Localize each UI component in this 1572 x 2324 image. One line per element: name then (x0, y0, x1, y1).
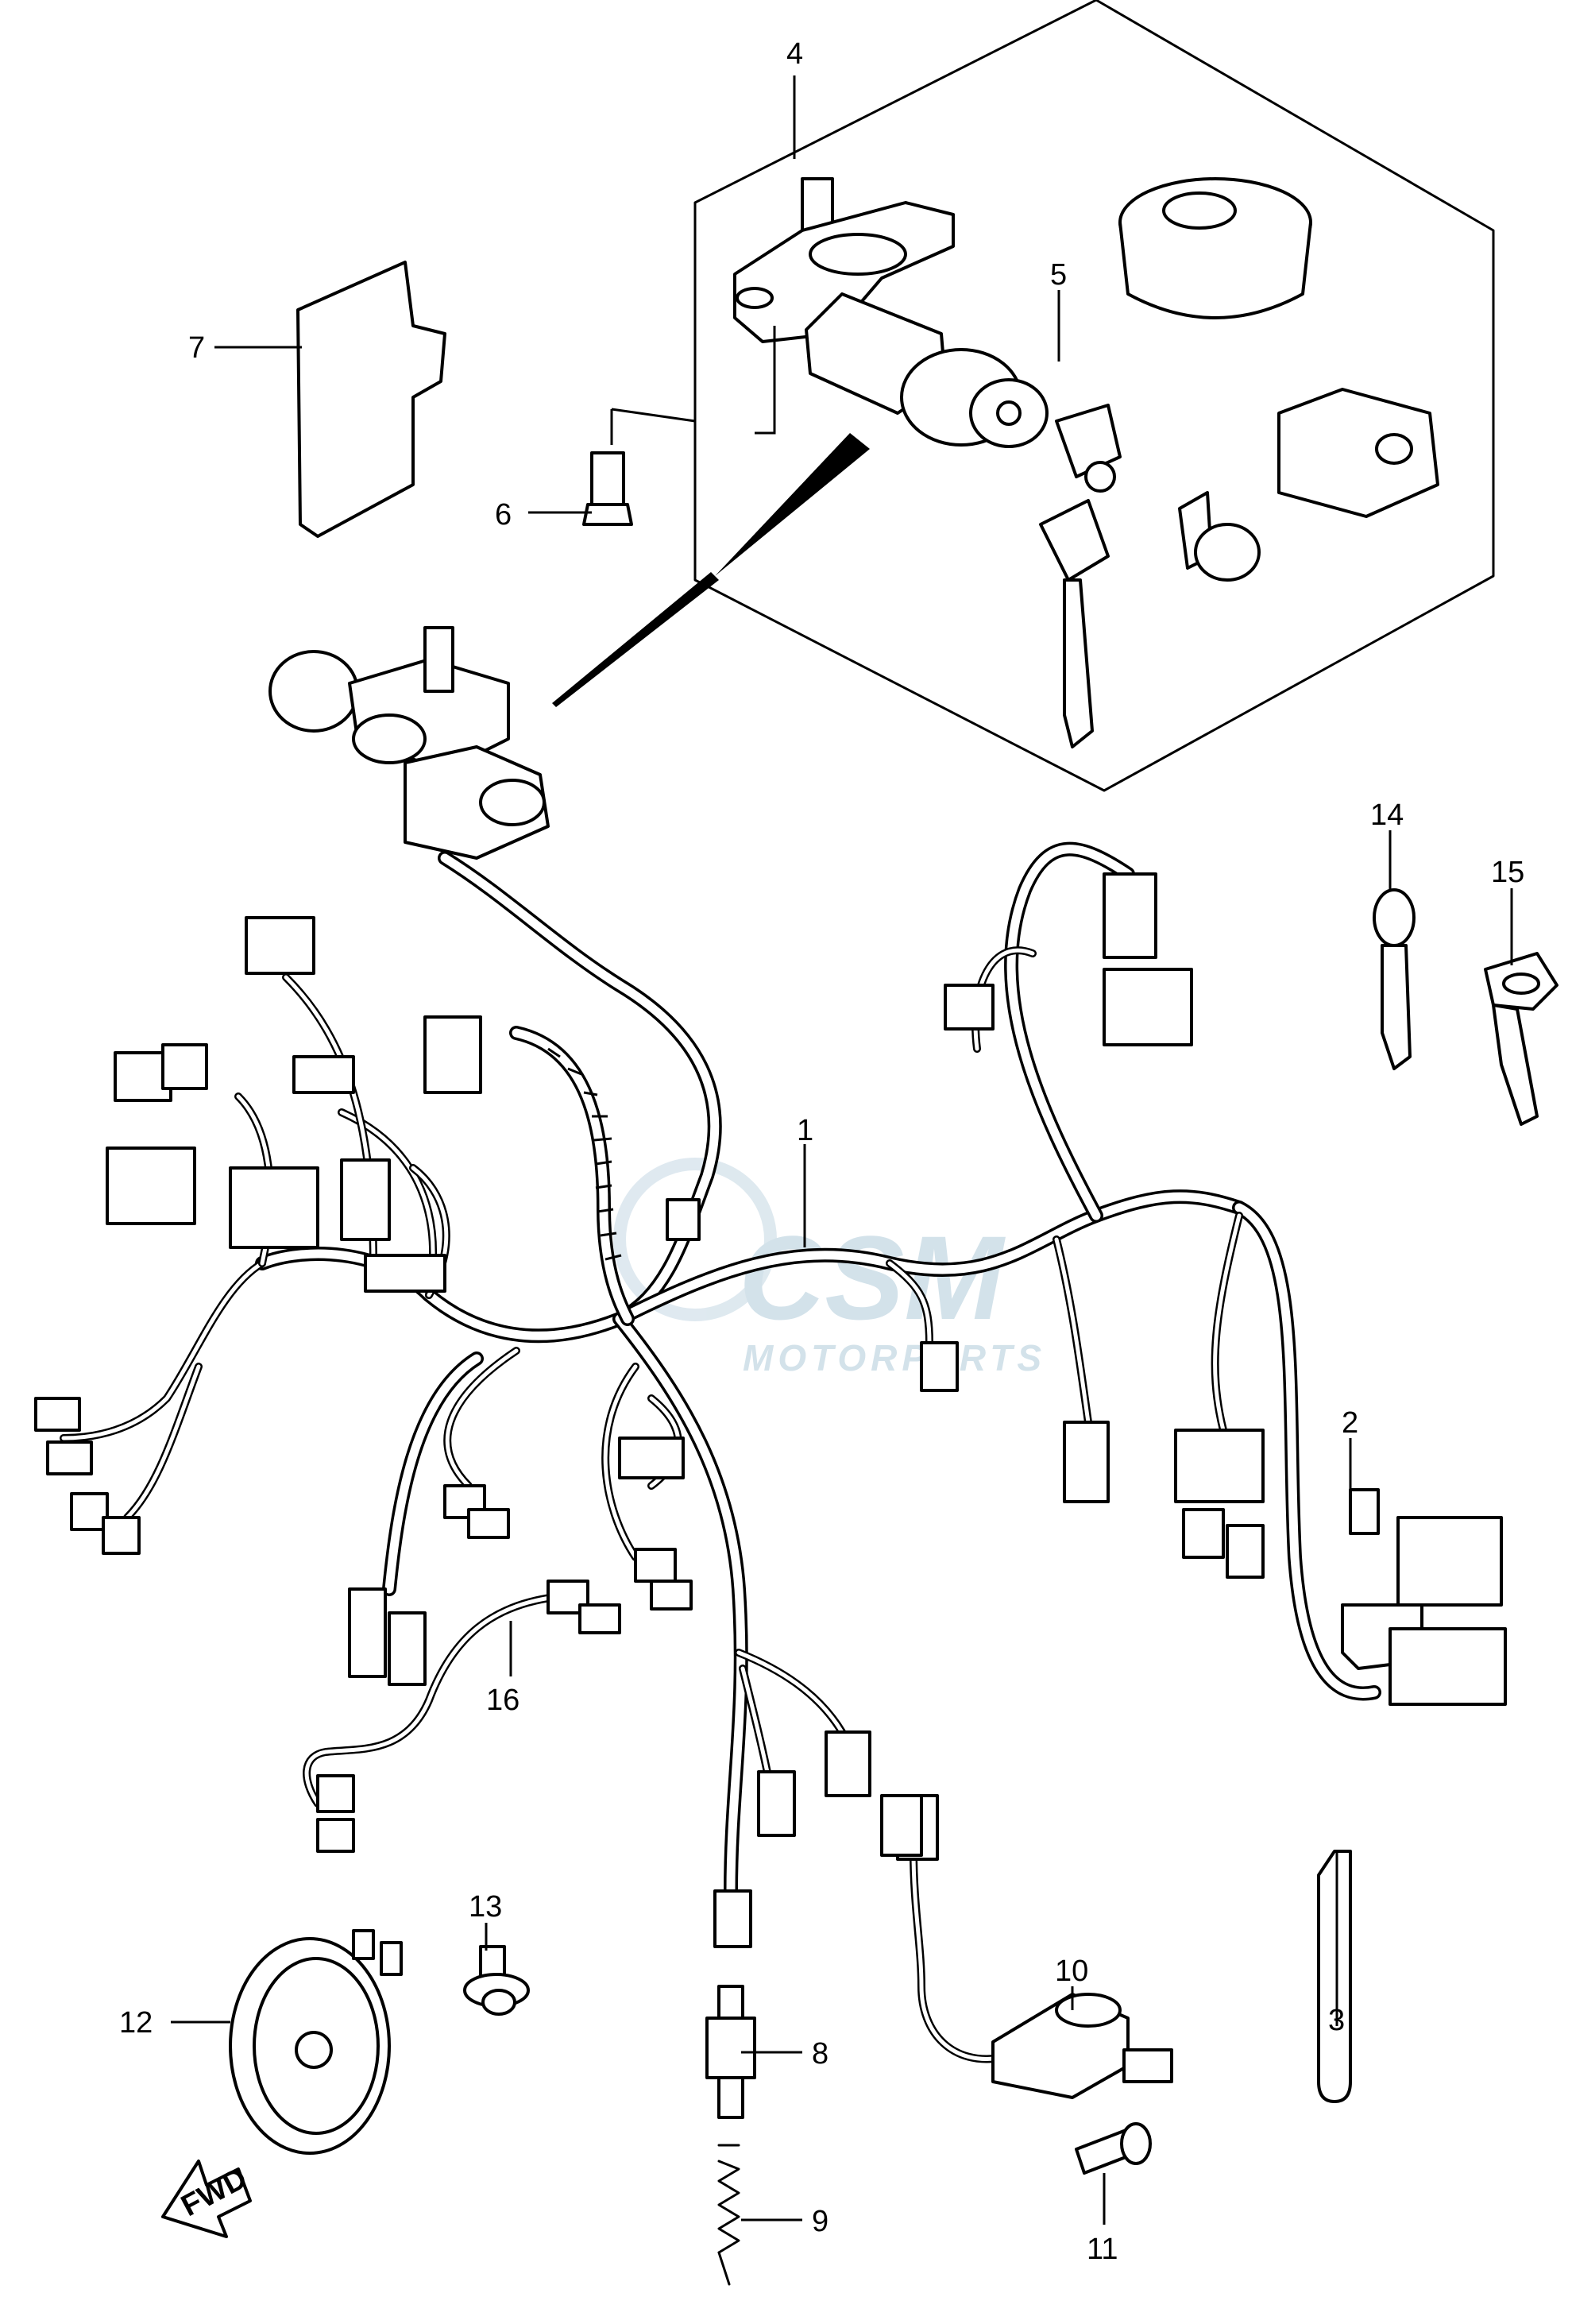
callout-4: 4 (786, 37, 803, 71)
watermark-globe-icon (613, 1158, 777, 1321)
callout-8: 8 (812, 2037, 828, 2071)
callout-13: 13 (469, 1890, 502, 1924)
fuse-box-item-2 (1341, 1488, 1507, 1706)
callout-2: 2 (1342, 1406, 1358, 1440)
seat-lock-illustration (1277, 388, 1439, 518)
screw-item-6 (582, 326, 776, 526)
bracket-plate-item-7 (296, 261, 446, 538)
callout-numbers: 4 5 6 7 1 2 3 14 15 16 8 9 10 11 12 13 (119, 37, 1524, 2266)
screw-item-11 (1075, 2122, 1152, 2175)
callout-6: 6 (495, 498, 512, 532)
corrugated-sleeve-ribs (547, 1047, 622, 1261)
spring-item-9 (717, 2144, 740, 2286)
watermark: CSM MOTORPARTS (613, 1158, 1046, 1379)
ignition-switch-illustration (733, 177, 1049, 448)
black-pointer-arrow (715, 433, 870, 576)
switch-item-8 (705, 1985, 756, 2119)
callout-12: 12 (119, 2006, 153, 2040)
branch-wires (60, 946, 1243, 2063)
ignition-switch-set-box (552, 0, 1495, 792)
bolt-item-13 (463, 1945, 530, 2016)
callout-3: 3 (1328, 2004, 1345, 2037)
callout-14: 14 (1370, 799, 1404, 832)
horn-item-12 (229, 1929, 403, 2155)
callout-10: 10 (1055, 1955, 1088, 1988)
lower-ignition-switch (268, 626, 550, 860)
key-item-15 (1484, 952, 1558, 1126)
callout-9: 9 (812, 2205, 828, 2238)
callout-16: 16 (486, 1684, 519, 1717)
leader-lines (171, 75, 1513, 2225)
watermark-sub: MOTORPARTS (743, 1337, 1046, 1379)
fuel-cap-lock-illustration (1118, 177, 1312, 319)
band-item-3 (1317, 1850, 1352, 2103)
callout-15: 15 (1491, 856, 1524, 889)
harness-connectors (34, 872, 1265, 1948)
lock-cylinder-illustration (1178, 491, 1261, 582)
key-pair-illustration (1039, 404, 1122, 748)
watermark-main: CSM (739, 1211, 1006, 1344)
callout-7: 7 (188, 331, 205, 365)
fwd-direction-arrow: FWD (161, 2160, 253, 2238)
callout-11: 11 (1087, 2233, 1118, 2266)
callout-1: 1 (797, 1114, 813, 1147)
key-item-14 (1373, 888, 1416, 1070)
callout-5: 5 (1050, 258, 1067, 292)
